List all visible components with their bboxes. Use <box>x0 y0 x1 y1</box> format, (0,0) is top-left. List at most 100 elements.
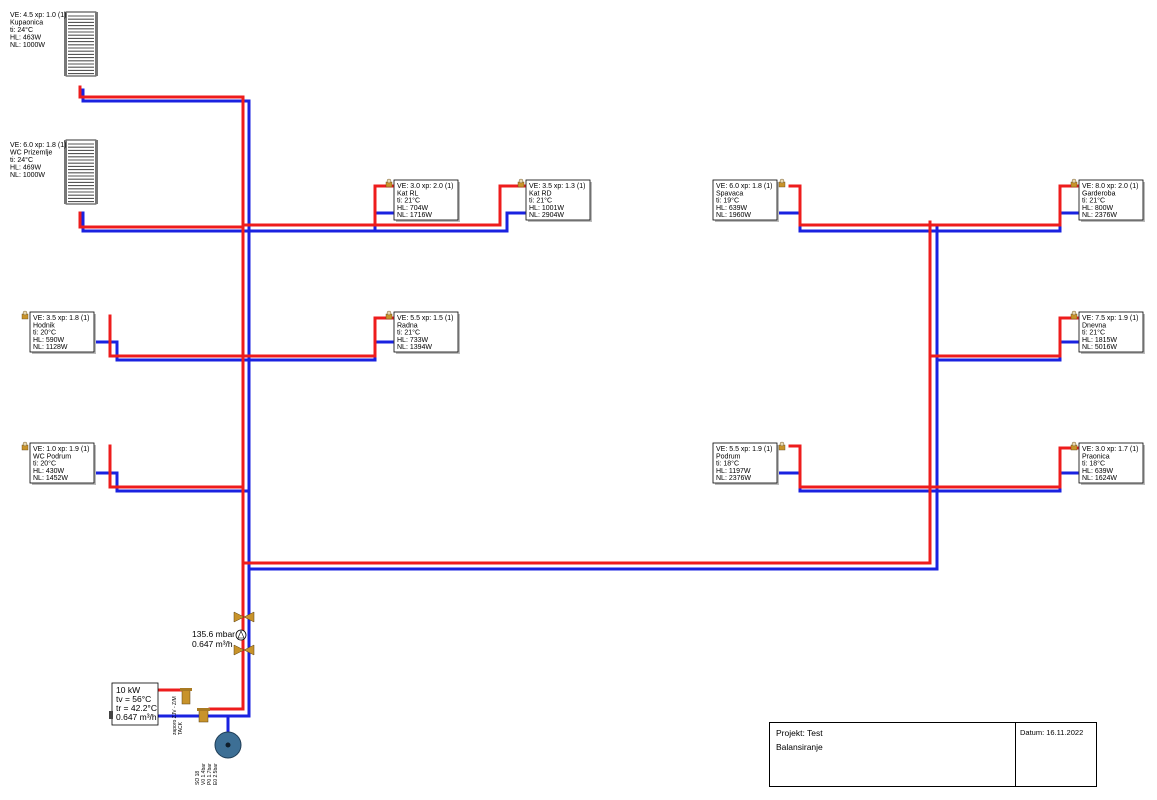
radiator-nl: NL: 1394W <box>397 344 432 351</box>
thermostatic-valve-icon[interactable] <box>21 441 29 451</box>
radiator-nl: NL: 2904W <box>529 212 564 219</box>
radiator-room: Garderoba <box>1082 190 1116 197</box>
boiler[interactable]: 10 kW tv = 56°C tr = 42.2°C 0.647 m³/h <box>109 682 159 726</box>
radiator-hl: HL: 639W <box>1082 468 1114 475</box>
thermostatic-valve-icon[interactable] <box>1070 178 1078 188</box>
return-pipe-segment[interactable] <box>81 211 251 233</box>
radiator-ti: ti: 21°C <box>1082 329 1105 337</box>
radiator-hl: HL: 463W <box>10 35 42 42</box>
radiator-ti: ti: 21°C <box>529 197 552 205</box>
thermostatic-valve-icon[interactable] <box>1070 310 1078 320</box>
return-pipe-segment[interactable] <box>81 88 251 103</box>
radiator-ve: VE: 3.0 xp: 1.7 (1) <box>1082 446 1138 453</box>
supply-pipe-segment[interactable] <box>928 446 1079 489</box>
thermostatic-valve-icon[interactable] <box>385 310 393 320</box>
radiator-room: Spavaca <box>716 190 743 197</box>
thermostatic-valve-icon[interactable] <box>778 178 786 188</box>
radiator-nl: NL: 1452W <box>33 475 68 482</box>
return-pipe-segment[interactable] <box>93 471 251 493</box>
valve-label-1: zaporo ZJV - Z/M <box>172 696 178 735</box>
boiler-tr: tr = 42.2°C <box>116 703 157 713</box>
supply-pipe-segment[interactable] <box>241 184 394 227</box>
expansion-tank[interactable]: SO 18 V0 1.4bar P0 1.7bar E0 2.5bar <box>195 731 242 785</box>
radiator-hl: HL: 733W <box>397 337 429 344</box>
lower-valve-icon[interactable] <box>233 644 245 656</box>
radiator-ti: ti: 21°C <box>397 197 420 205</box>
supply-pipe-segment[interactable] <box>241 316 394 358</box>
thermostatic-valve-icon[interactable] <box>1070 441 1078 451</box>
tank-label-3: P0 1.7bar <box>207 763 213 785</box>
upper-valve-icon[interactable] <box>233 611 245 623</box>
radiator-ve: VE: 3.0 xp: 2.0 (1) <box>397 183 453 190</box>
radiator-room: Radna <box>397 322 418 329</box>
tank-label-2: V0 1.4bar <box>201 763 207 785</box>
radiator-hl: HL: 1001W <box>529 205 564 212</box>
thermostatic-valve-icon[interactable] <box>517 178 525 188</box>
radiator-hl: HL: 590W <box>33 337 65 344</box>
supply-pipe-segment[interactable] <box>928 184 1079 227</box>
pump-assembly[interactable]: 135.6 mbar 0.647 m³/h <box>192 611 255 656</box>
radiator-ve: VE: 8.0 xp: 2.0 (1) <box>1082 183 1138 190</box>
return-pipe-segment[interactable] <box>776 211 939 233</box>
project-subtitle: Balansiranje <box>776 742 823 752</box>
radiator-nl: NL: 2376W <box>716 475 751 482</box>
supply-pipe-segment[interactable] <box>788 184 932 227</box>
radiator-ti: ti: 20°C <box>33 460 56 468</box>
return-pipe-segment[interactable] <box>373 211 526 233</box>
radiator-nl: NL: 1000W <box>10 172 45 179</box>
radiator-hl: HL: 800W <box>1082 205 1114 212</box>
radiator-ti: ti: 19°C <box>716 197 739 205</box>
boiler-power: 10 kW <box>116 685 140 695</box>
radiator-nl: NL: 5016W <box>1082 344 1117 351</box>
radiator-ve: VE: 5.5 xp: 1.9 (1) <box>716 446 772 453</box>
thermostatic-valve-icon[interactable] <box>385 178 393 188</box>
return-pipe-segment[interactable] <box>93 340 251 362</box>
radiator-room: Kat RD <box>529 190 552 197</box>
radiator-room: Kupaonica <box>10 20 43 27</box>
radiator-ve: VE: 4.5 xp: 1.0 (1) <box>10 12 66 19</box>
safety-valve-group[interactable]: zaporo ZJV - Z/M TACK <box>172 688 210 735</box>
radiator-ve: VE: 3.5 xp: 1.8 (1) <box>33 315 89 322</box>
supply-pipe-segment[interactable] <box>928 316 1079 358</box>
supply-pipe-segment[interactable] <box>78 85 245 99</box>
supply-pipe-segment[interactable] <box>108 314 245 358</box>
safety-valve-icon[interactable] <box>181 689 191 705</box>
radiator-room: Podrum <box>716 453 741 460</box>
tank-label-4: E0 2.5bar <box>213 763 219 785</box>
supply-pipe-segment[interactable] <box>108 444 245 489</box>
return-pipe-segment[interactable] <box>247 211 394 233</box>
project-name: Projekt: Test <box>776 728 823 738</box>
fill-valve-icon[interactable] <box>198 709 209 723</box>
radiator-nl: NL: 1624W <box>1082 475 1117 482</box>
radiator-ti: ti: 24°C <box>10 156 33 164</box>
radiator-hl: HL: 469W <box>10 165 42 172</box>
radiator-hl: HL: 1815W <box>1082 337 1117 344</box>
supply-pipe-segment[interactable] <box>78 211 245 229</box>
supply-pipe-segment[interactable] <box>788 444 932 489</box>
radiator-ve: VE: 5.5 xp: 1.5 (1) <box>397 315 453 322</box>
project-date: Datum: 16.11.2022 <box>1020 728 1084 737</box>
radiator-ve: VE: 3.5 xp: 1.3 (1) <box>529 183 585 190</box>
radiator-ve: VE: 6.0 xp: 1.8 (1) <box>716 183 772 190</box>
pump-pressure: 135.6 mbar <box>192 629 235 639</box>
radiator-hl: HL: 1197W <box>716 468 751 475</box>
radiator-room: Dnevna <box>1082 322 1106 329</box>
return-pipe-segment[interactable] <box>935 211 1079 233</box>
thermostatic-valve-icon[interactable] <box>21 310 29 320</box>
supply-pipe-segment[interactable] <box>373 184 526 227</box>
thermostatic-valve-icon[interactable] <box>778 441 786 451</box>
radiator-nl: NL: 1960W <box>716 212 751 219</box>
